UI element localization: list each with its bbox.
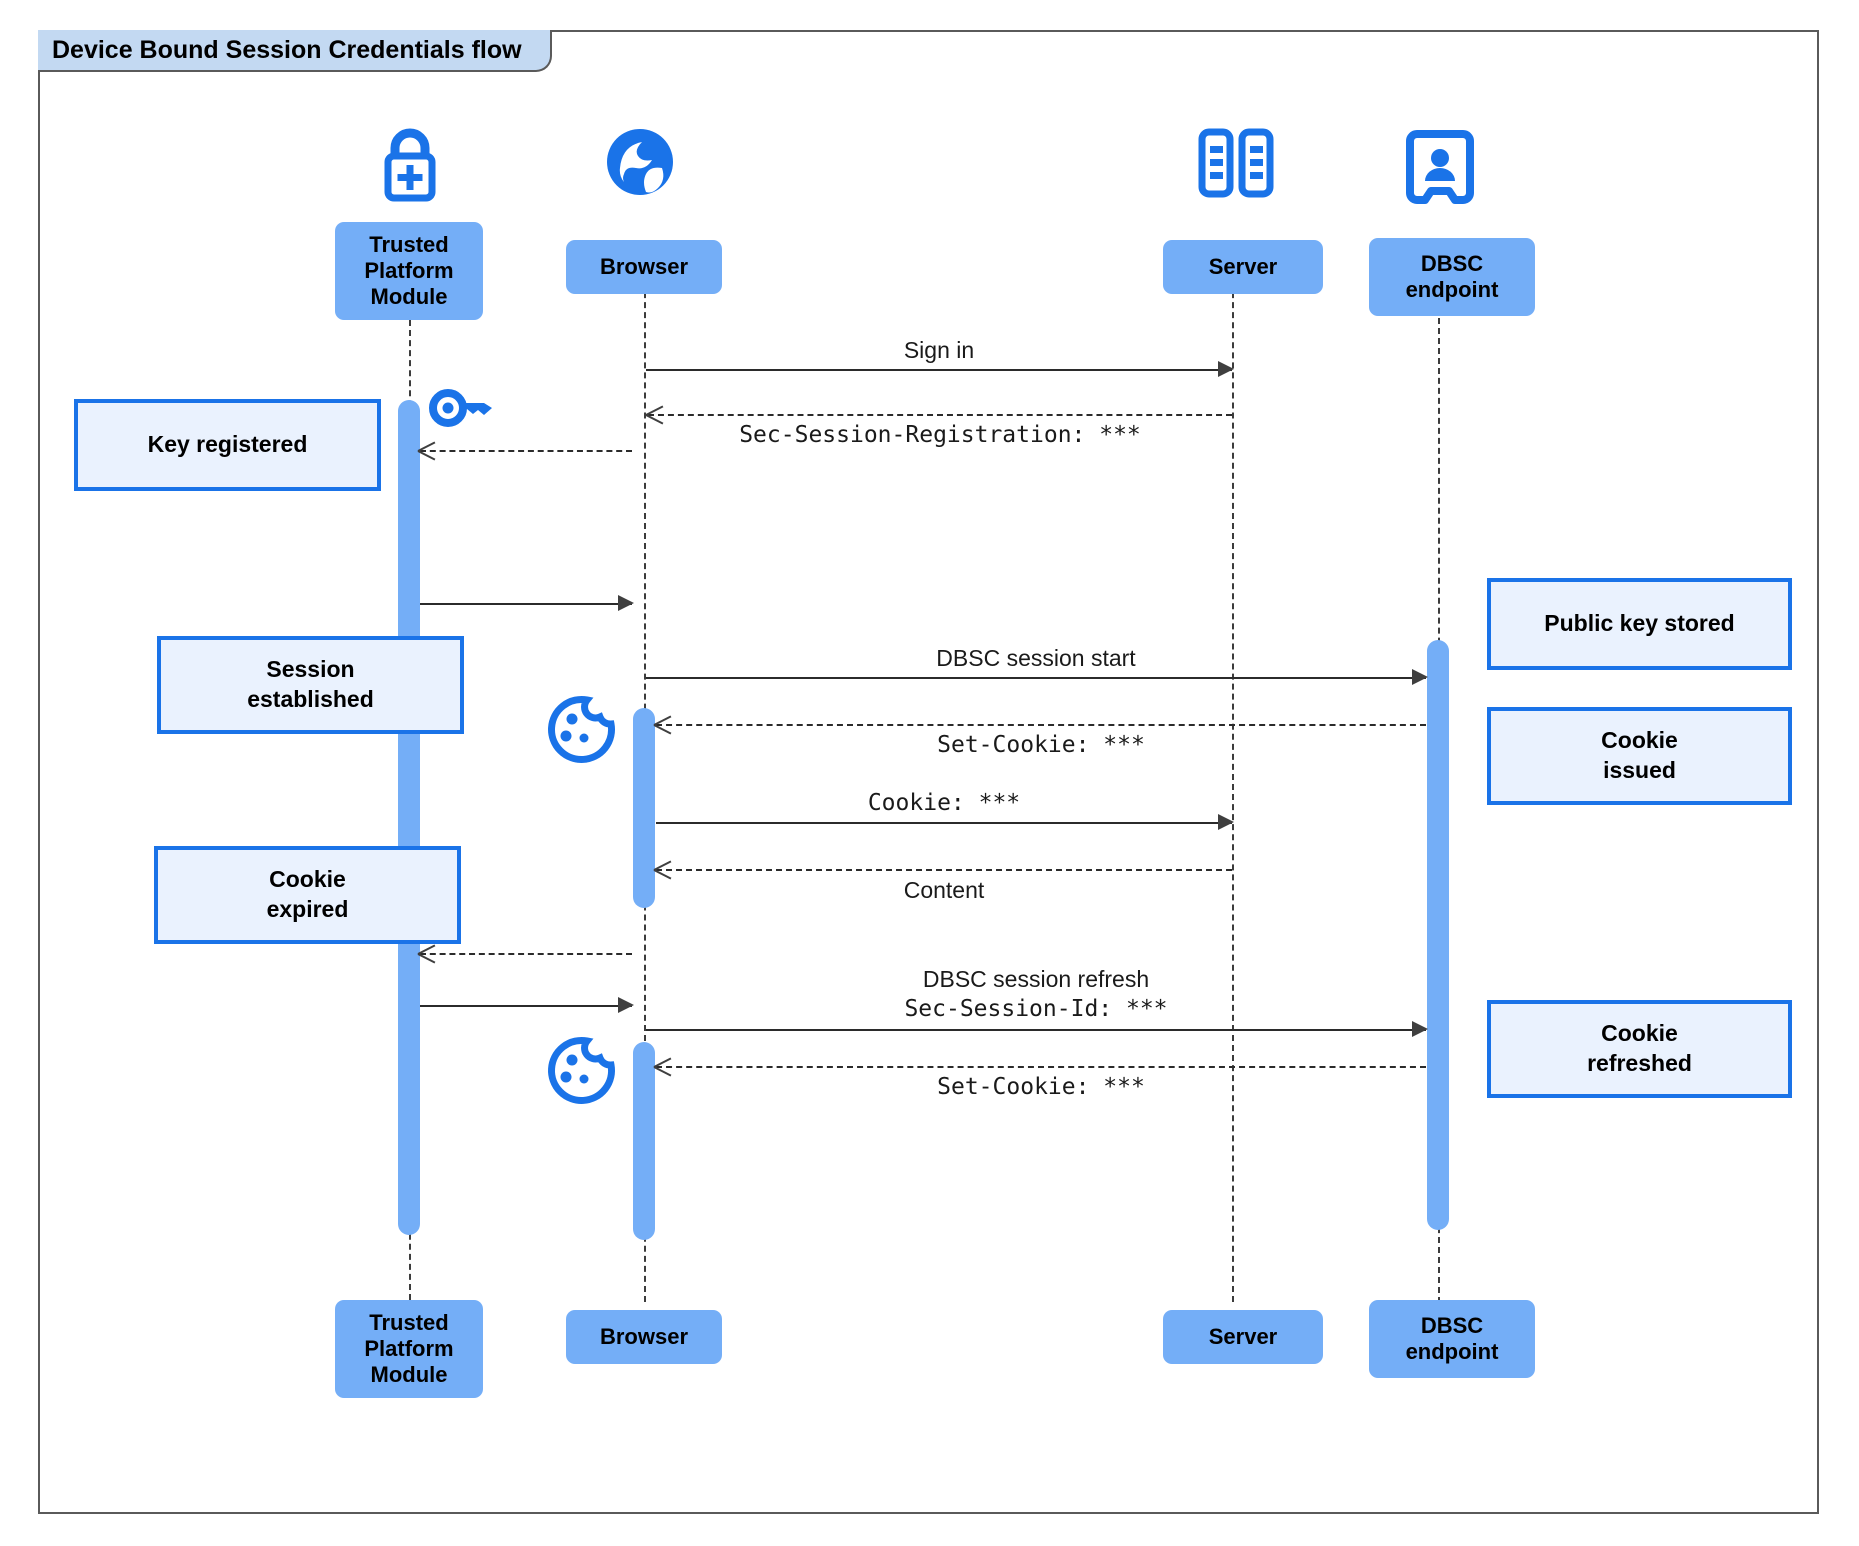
participant-label: Browser [599, 254, 689, 280]
participant-dbsc-bottom[interactable]: DBSC endpoint [1369, 1300, 1535, 1378]
message-label-set-cookie-1: Set-Cookie: *** [937, 732, 1145, 758]
message-label-cookie: Cookie: *** [867, 790, 1021, 816]
message-line-browser-to-tpm [420, 953, 632, 955]
message-line-registration-to-tpm [420, 450, 632, 452]
id-badge-icon [1405, 128, 1475, 211]
message-label-dbsc-session-start: DBSC session start [936, 645, 1136, 671]
message-line-content [656, 869, 1232, 871]
message-line-sign-in [646, 369, 1232, 371]
activation-bar-dbsc [1427, 640, 1449, 1230]
note-text: Key registered [147, 431, 308, 458]
message-label-content: Content [903, 877, 985, 903]
note-text: Cookie expired [266, 866, 349, 922]
activation-bar-browser-2 [633, 1042, 655, 1240]
arrowhead-right [1412, 1021, 1428, 1037]
participant-label: DBSC endpoint [1405, 1313, 1499, 1364]
note-text: Cookie refreshed [1587, 1020, 1692, 1076]
arrowhead-right [1218, 361, 1234, 377]
globe-icon [598, 120, 682, 209]
lifeline-server [1232, 272, 1234, 1302]
message-line-set-cookie-1 [656, 724, 1426, 726]
arrowhead-left [654, 861, 671, 878]
cookie-icon [543, 692, 619, 773]
note-public-key-stored: Public key stored [1487, 578, 1792, 670]
message-line-dbsc-session-refresh [646, 1029, 1426, 1031]
arrowhead-right [1412, 669, 1428, 685]
message-label-dbsc-session-refresh: DBSC session refresh [922, 966, 1150, 992]
key-icon [428, 382, 500, 439]
note-key-registered: Key registered [74, 399, 381, 491]
note-cookie-expired: Cookie expired [154, 846, 461, 944]
arrowhead-right [618, 997, 634, 1013]
message-label-sign-in: Sign in [903, 337, 975, 363]
participant-tpm-top[interactable]: Trusted Platform Module [335, 222, 483, 320]
note-cookie-refreshed: Cookie refreshed [1487, 1000, 1792, 1098]
cookie-icon [543, 1033, 619, 1114]
arrowhead-left [418, 442, 435, 459]
arrowhead-left [418, 945, 435, 962]
message-label-set-cookie-2: Set-Cookie: *** [937, 1074, 1145, 1100]
participant-label: DBSC endpoint [1405, 251, 1499, 302]
server-rack-icon [1196, 128, 1276, 205]
lock-plus-icon [368, 122, 452, 211]
participant-label: Trusted Platform Module [364, 1310, 454, 1387]
participant-label: Server [1208, 1324, 1278, 1350]
note-text: Session established [247, 656, 374, 712]
participant-label: Trusted Platform Module [364, 232, 454, 309]
participant-browser-top[interactable]: Browser [566, 240, 722, 294]
message-line-dbsc-session-start [646, 677, 1426, 679]
message-line-sec-session-registration [648, 414, 1232, 416]
message-line-set-cookie-2 [656, 1066, 1426, 1068]
participant-label: Server [1208, 254, 1278, 280]
message-label-sec-session-registration: Sec-Session-Registration: *** [739, 422, 1141, 448]
activation-bar-tpm [398, 400, 420, 1235]
message-line-tpm-to-browser [420, 1005, 632, 1007]
participant-server-top[interactable]: Server [1163, 240, 1323, 294]
note-cookie-issued: Cookie issued [1487, 707, 1792, 805]
participant-tpm-bottom[interactable]: Trusted Platform Module [335, 1300, 483, 1398]
participant-label: Browser [599, 1324, 689, 1350]
message-line-cookie [656, 822, 1232, 824]
participant-dbsc-top[interactable]: DBSC endpoint [1369, 238, 1535, 316]
message-label-sec-session-id: Sec-Session-Id: *** [904, 996, 1168, 1022]
note-text: Public key stored [1544, 610, 1735, 637]
message-line-key-to-browser [420, 603, 632, 605]
diagram-title: Device Bound Session Credentials flow [38, 30, 552, 72]
arrowhead-right [618, 595, 634, 611]
activation-bar-browser-1 [633, 708, 655, 908]
note-text: Cookie issued [1601, 727, 1678, 783]
participant-server-bottom[interactable]: Server [1163, 1310, 1323, 1364]
arrowhead-left [654, 716, 671, 733]
arrowhead-left [654, 1058, 671, 1075]
note-session-established: Session established [157, 636, 464, 734]
participant-browser-bottom[interactable]: Browser [566, 1310, 722, 1364]
arrowhead-left [646, 406, 663, 423]
arrowhead-right [1218, 814, 1234, 830]
